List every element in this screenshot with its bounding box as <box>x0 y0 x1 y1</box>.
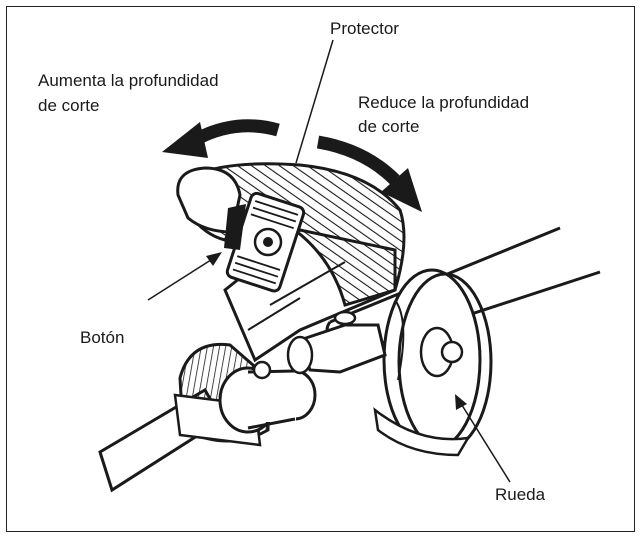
clamp-housing <box>218 310 387 434</box>
button-label: Botón <box>80 328 125 347</box>
reduce-depth-label-line2: de corte <box>358 117 420 136</box>
protector <box>176 162 406 307</box>
increase-depth-label-line2: de corte <box>38 96 100 115</box>
protector-label: Protector <box>330 19 399 38</box>
reduce-depth-label-line1: Reduce la profundidad <box>358 93 530 112</box>
depth-knob <box>224 191 306 293</box>
wheel <box>382 268 493 452</box>
increase-depth-label-line1: Aumenta la profundidad <box>38 71 219 90</box>
wheel-label: Rueda <box>495 485 546 504</box>
increase-depth-arrow <box>162 119 280 158</box>
button-leader <box>147 252 222 301</box>
wheel-base-plate <box>373 407 471 457</box>
protector-leader-line <box>295 39 334 164</box>
wheel-leader <box>455 394 511 483</box>
reduce-depth-arrow <box>316 135 422 212</box>
